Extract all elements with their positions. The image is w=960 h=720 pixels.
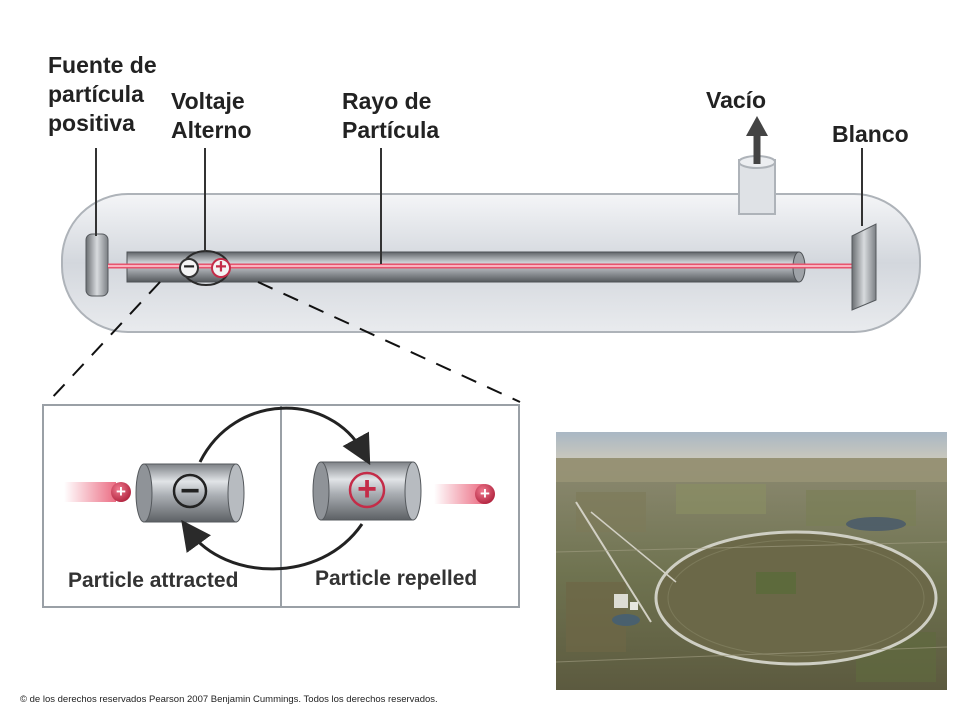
particle-source — [85, 233, 109, 297]
label-alternating-voltage: Voltaje Alterno — [171, 88, 252, 143]
caption-particle-repelled: Particle repelled — [315, 567, 478, 590]
label-particle-beam: Rayo de Partícula — [342, 88, 440, 143]
particle-right-sign: + — [480, 484, 490, 503]
tube-plus-sign: + — [215, 256, 227, 278]
particle-left-sign: + — [116, 482, 126, 501]
top-curved-arrow — [198, 406, 371, 466]
target-plate — [851, 223, 877, 311]
bottom-curved-arrow — [181, 519, 364, 571]
tube-minus-electrode — [179, 258, 199, 278]
caption-particle-attracted: Particle attracted — [68, 569, 239, 592]
cylinder-negative — [143, 463, 237, 523]
label-target: Blanco — [832, 121, 909, 147]
tube-minus-sign: − — [183, 256, 195, 278]
particle-right — [475, 484, 495, 504]
positive-electrode-sign: + — [357, 470, 377, 508]
aerial-photo-graphic — [556, 432, 947, 690]
label-particle-source: Fuente de partícula positiva — [48, 52, 157, 136]
tube-plus-electrode — [211, 258, 231, 278]
particle-left — [111, 482, 131, 502]
accelerator-ring — [654, 530, 938, 666]
aerial-photo — [556, 432, 947, 690]
cylinder-positive — [320, 461, 414, 521]
negative-electrode-sign: − — [180, 472, 200, 510]
label-vacuum: Vacío — [706, 87, 767, 113]
copyright-notice: © de los derechos reservados Pearson 200… — [20, 694, 438, 705]
